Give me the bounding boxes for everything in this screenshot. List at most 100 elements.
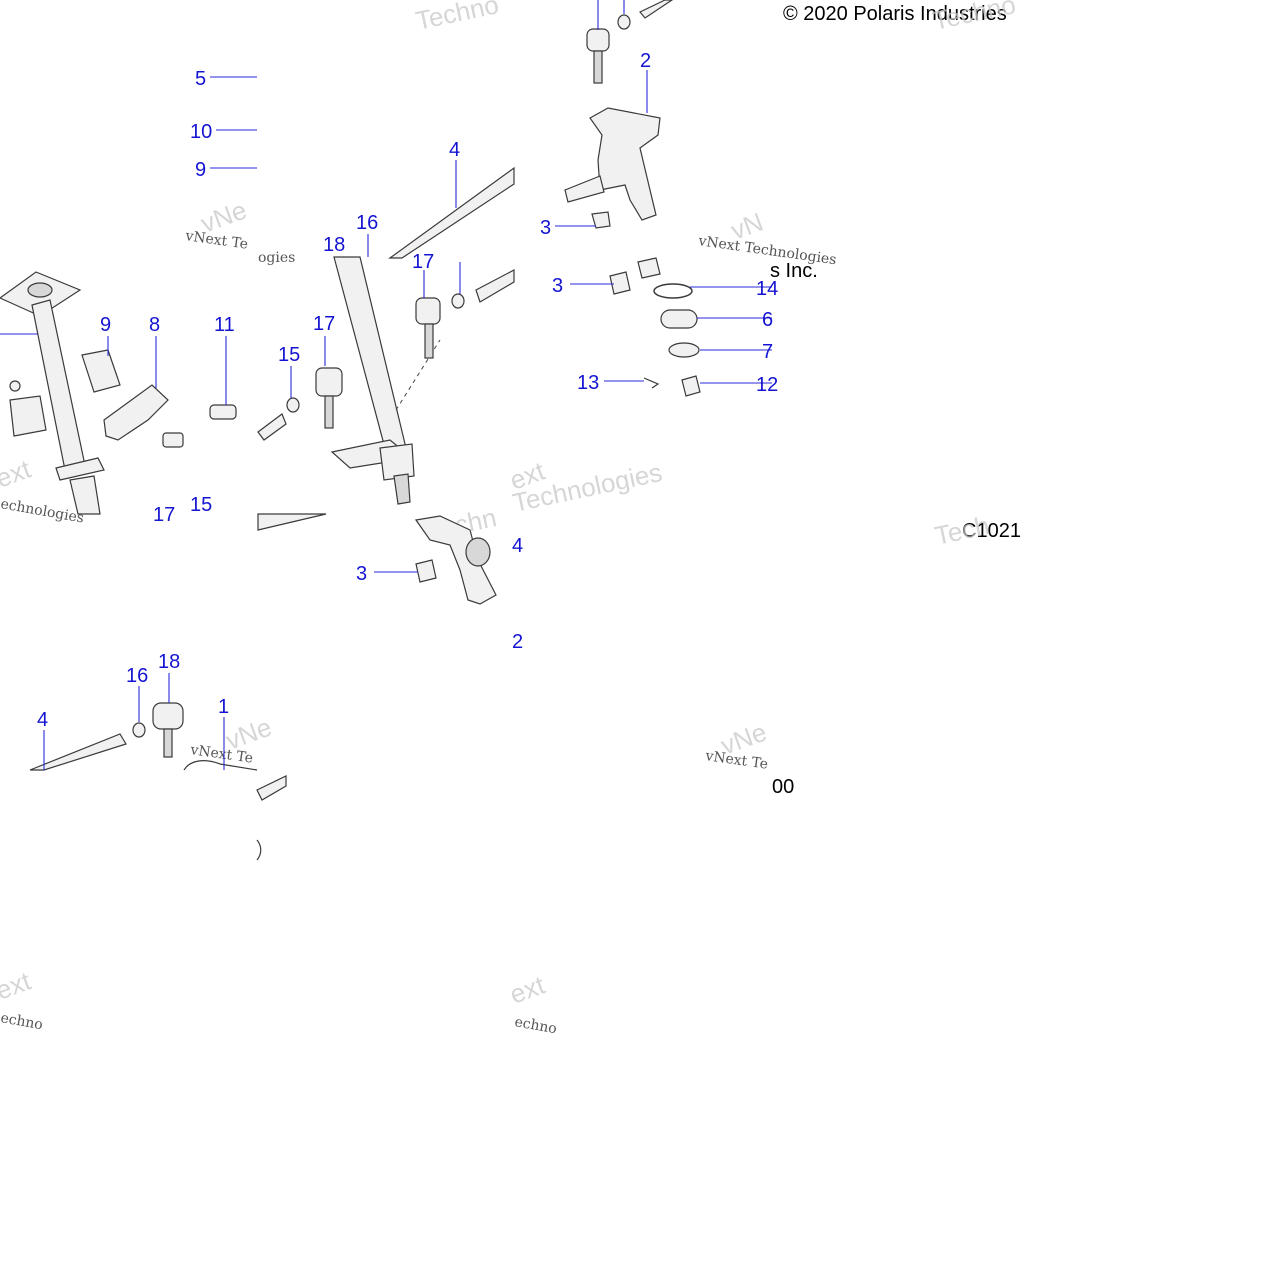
washer-part <box>668 342 700 358</box>
watermark-text: vNext Te <box>183 228 249 253</box>
bearing-part <box>660 309 698 329</box>
callout-label: 16 <box>356 212 378 234</box>
dashed-leader <box>395 339 441 411</box>
snap-ring-part <box>653 283 693 299</box>
bolt-head-part <box>415 297 441 325</box>
rod-end-part <box>639 0 674 19</box>
bushing-part <box>591 211 611 229</box>
tile-8-tie-rod: 4 16 18 1 <box>29 651 287 861</box>
callout-label: 6 <box>762 309 773 331</box>
callout-label: 15 <box>190 494 212 516</box>
callout-label: 17 <box>412 251 434 273</box>
bolt-head-part <box>586 28 610 52</box>
callout-label: 13 <box>577 372 599 394</box>
watermark-text: Techno <box>413 0 501 36</box>
tile-2-tie-rod: 4 16 18 <box>323 139 515 259</box>
spindle-part <box>589 107 661 221</box>
tie-rod-part <box>29 733 127 771</box>
mount-boss-part <box>27 282 53 298</box>
watermark-text: ext <box>0 965 35 1005</box>
callout-label: 12 <box>756 374 778 396</box>
diagram-code: C1021 <box>962 520 1021 542</box>
castle-nut-part <box>681 375 701 397</box>
callout-label: 3 <box>552 275 563 297</box>
copyright-fragment: s Inc. <box>770 260 818 282</box>
tile-6-hub-parts: 3 14 6 7 13 12 <box>552 257 778 397</box>
collar-part <box>55 457 105 481</box>
nut-part <box>132 722 146 738</box>
callout-label: 14 <box>756 278 778 300</box>
diagram-code-fragment: 00 <box>772 776 794 798</box>
bushing-part <box>609 271 631 295</box>
bushing-half-part <box>9 395 47 437</box>
rod-part <box>475 269 515 303</box>
callout-label: 2 <box>512 631 523 653</box>
callout-label: 5 <box>195 68 206 90</box>
bolt-part <box>162 432 184 448</box>
callout-label: 7 <box>762 341 773 363</box>
callout-label: 2 <box>640 50 651 72</box>
callout-label: 11 <box>214 314 235 336</box>
callout-label: 16 <box>126 665 148 687</box>
bushing-part <box>637 257 661 279</box>
watermark-text: ext <box>506 969 550 1009</box>
bolt-head-part <box>152 702 184 730</box>
callout-label: 10 <box>190 121 212 143</box>
tile-4-steering-post: 9 8 11 15 17 <box>0 271 237 526</box>
watermark-text: Techno <box>930 0 1018 36</box>
bolt-shank-part <box>163 728 173 758</box>
callout-label: 17 <box>313 313 335 335</box>
watermark-text: vNext Technologies <box>696 233 837 268</box>
rod-end-part <box>256 775 287 801</box>
cotter-pin-part <box>643 377 660 389</box>
callout-label: 4 <box>512 535 523 557</box>
spindle-edge-part <box>256 839 262 861</box>
tile-5-steering-shaft: 17 17 15 <box>257 251 515 531</box>
bolt-shank-part <box>593 50 603 84</box>
spindle-axle-part <box>564 175 605 203</box>
tie-rod-part <box>388 166 515 259</box>
nut-part <box>451 293 465 309</box>
rod-part <box>257 513 327 531</box>
steering-tube-part <box>31 299 87 476</box>
callout-label: 15 <box>278 344 300 366</box>
callout-label: 3 <box>540 217 551 239</box>
callout-label: 8 <box>149 314 160 336</box>
tile-3-spindle: 2 3 <box>540 0 674 239</box>
clamp-part <box>103 384 169 441</box>
steering-shaft-part <box>333 256 407 453</box>
callout-label: 4 <box>449 139 460 161</box>
bolt-part <box>209 404 237 420</box>
bushing-part <box>415 559 437 583</box>
bushing-block-part <box>81 349 121 393</box>
shaft-end-part <box>379 443 415 481</box>
spindle-bore-part <box>465 537 491 567</box>
callout-label: 9 <box>195 159 206 181</box>
watermark-text: ext <box>0 453 35 493</box>
watermark-text: echnologies <box>0 496 85 526</box>
washer-part <box>9 380 21 392</box>
rod-part <box>257 413 287 441</box>
bolt-head-part <box>315 367 343 397</box>
watermark-text: echno <box>513 1014 558 1037</box>
watermark-text: Tech <box>932 510 992 551</box>
nut-part <box>286 397 300 413</box>
callout-label: 3 <box>356 563 367 585</box>
callout-label: 4 <box>37 709 48 731</box>
callout-label: 18 <box>158 651 180 673</box>
nut-part <box>617 14 631 30</box>
lower-tube-part <box>69 475 101 515</box>
callout-label: 1 <box>218 696 229 718</box>
callout-label: 17 <box>153 504 175 526</box>
copyright-text: © 2020 Polaris Industries <box>783 3 1007 25</box>
bolt-shank-part <box>424 323 434 359</box>
watermark-text: vNext Te <box>703 748 769 773</box>
tile-7-spindle: 3 4 2 <box>356 515 523 653</box>
callout-label: 18 <box>323 234 345 256</box>
tile-callouts-1: 5 10 9 <box>190 68 257 181</box>
bolt-shank-part <box>324 395 334 429</box>
callout-label: 9 <box>100 314 111 336</box>
spindle-outline-part <box>183 760 258 771</box>
shaft-tip-part <box>393 473 411 505</box>
